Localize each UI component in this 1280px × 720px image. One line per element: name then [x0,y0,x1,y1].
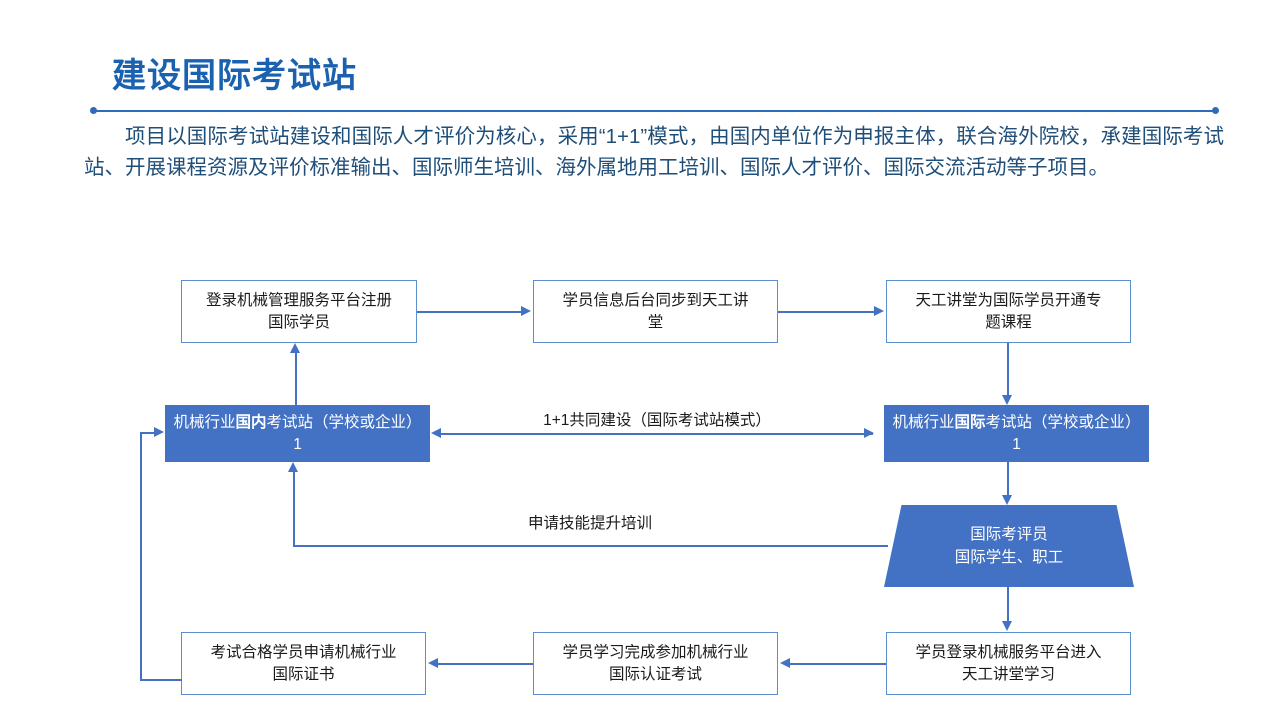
body-paragraph: 项目以国际考试站建设和国际人才评价为核心，采用“1+1”模式，由国内单位作为申报… [84,125,1224,179]
flow-node-register[interactable]: 登录机械管理服务平台注册 国际学员 [181,280,417,343]
arrowhead-skill-training [288,462,298,472]
arrowhead-joint-build-left [431,428,441,438]
flow-node-examiners[interactable]: 国际考评员 国际学生、职工 [884,505,1134,587]
learn-line-1: 学员登录机械服务平台进入 [915,643,1102,661]
international-prefix: 机械行业 [892,413,955,431]
flow-node-learn[interactable]: 学员登录机械服务平台进入 天工讲堂学习 [886,632,1131,695]
international-suffix: 考试站（学校或企业）1 [985,413,1141,453]
connector-exam-to-certificate [438,663,533,665]
flow-node-certificate-label: 考试合格学员申请机械行业 国际证书 [204,642,402,686]
connector-learn-to-exam [790,663,886,665]
flow-node-certificate[interactable]: 考试合格学员申请机械行业 国际证书 [181,632,426,695]
flow-node-register-label: 登录机械管理服务平台注册 国际学员 [200,290,398,334]
flow-node-learn-label: 学员登录机械服务平台进入 天工讲堂学习 [909,642,1107,686]
flow-node-domestic-station[interactable]: 机械行业国内考试站（学校或企业）1 [165,405,430,462]
edge-label-joint-build: 1+1共同建设（国际考试站模式） [543,412,771,429]
examiners-line-1: 国际考评员 [970,526,1048,543]
connector-skill-training-vertical [293,472,295,546]
arrowhead-learn-to-exam [780,658,790,668]
domestic-suffix: 考试站（学校或企业）1 [266,413,422,453]
arrowhead-certificate-to-domestic [154,427,164,437]
international-emphasis: 国际 [954,413,986,431]
title-divider [92,110,1216,112]
connector-register-to-sync [417,311,523,313]
connector-skill-training-horizontal [293,545,888,547]
connector-certificate-loop-top [140,432,156,434]
connector-domestic-to-register [295,351,297,405]
flow-node-sync-label: 学员信息后台同步到天工讲 堂 [556,290,754,334]
arrowhead-register-to-sync [521,306,531,316]
connector-joint-build [441,433,873,435]
register-line-1: 登录机械管理服务平台注册 [205,291,392,309]
exam-line-1: 学员学习完成参加机械行业 [562,643,749,661]
arrowhead-sync-to-open-course [874,306,884,316]
arrowhead-exam-to-certificate [428,658,438,668]
domestic-emphasis: 国内 [235,413,267,431]
learn-line-2: 天工讲堂学习 [961,665,1055,683]
connector-certificate-loop-bottom [140,679,182,681]
flow-node-open-course[interactable]: 天工讲堂为国际学员开通专 题课程 [886,280,1131,343]
exam-line-2: 国际认证考试 [608,665,702,683]
domestic-prefix: 机械行业 [173,413,236,431]
connector-open-course-to-international [1007,343,1009,397]
sync-line-1: 学员信息后台同步到天工讲 [562,291,749,309]
certificate-line-1: 考试合格学员申请机械行业 [210,643,397,661]
arrowhead-joint-build-right [864,428,874,438]
flow-node-domestic-station-label: 机械行业国内考试站（学校或企业）1 [165,412,430,456]
flow-node-examiners-label: 国际考评员 国际学生、职工 [955,523,1064,569]
connector-examiners-to-learn [1007,587,1009,623]
edge-label-skill-training: 申请技能提升培训 [527,515,652,532]
arrowhead-open-course-to-international [1002,395,1012,405]
flow-node-exam[interactable]: 学员学习完成参加机械行业 国际认证考试 [533,632,778,695]
arrowhead-domestic-to-register [290,343,300,353]
sync-line-2: 堂 [647,313,664,331]
connector-international-to-examiners [1007,462,1009,497]
flow-node-international-station-label: 机械行业国际考试站（学校或企业）1 [884,412,1149,456]
flow-node-exam-label: 学员学习完成参加机械行业 国际认证考试 [556,642,754,686]
connector-sync-to-open-course [778,311,876,313]
arrowhead-examiners-to-learn [1002,621,1012,631]
certificate-line-2: 国际证书 [272,665,335,683]
open-course-line-2: 题课程 [985,313,1032,331]
page-title: 建设国际考试站 [112,57,357,95]
register-line-2: 国际学员 [267,313,330,331]
arrowhead-international-to-examiners [1002,495,1012,505]
flow-node-sync[interactable]: 学员信息后台同步到天工讲 堂 [533,280,778,343]
examiners-line-2: 国际学生、职工 [954,549,1064,566]
connector-certificate-loop-vertical [140,432,142,680]
flow-node-open-course-label: 天工讲堂为国际学员开通专 题课程 [909,290,1107,334]
flow-node-international-station[interactable]: 机械行业国际考试站（学校或企业）1 [884,405,1149,462]
open-course-line-1: 天工讲堂为国际学员开通专 [915,291,1102,309]
